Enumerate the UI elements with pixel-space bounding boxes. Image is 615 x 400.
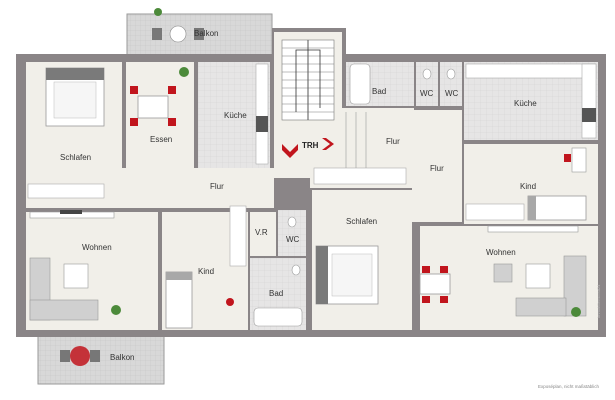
label-flur-left: Flur — [210, 182, 224, 191]
label-wc-small: WC — [286, 235, 300, 244]
watermark: Immobilienscout24 — [596, 284, 601, 318]
sofa-right — [563, 255, 587, 317]
kitchen-counter-left — [255, 63, 269, 165]
label-wc-a: WC — [420, 89, 434, 98]
chair-kind-left — [226, 298, 234, 306]
label-wohnen-left: Wohnen — [82, 243, 112, 252]
floor-wc-b — [440, 62, 462, 106]
label-schlafen-left: Schlafen — [60, 153, 91, 162]
chevron-down-icon — [282, 144, 298, 158]
desk-kind-right — [571, 147, 587, 173]
label-kueche-left: Küche — [224, 111, 247, 120]
label-wc-b: WC — [445, 89, 459, 98]
label-bad-left: Bad — [269, 289, 283, 298]
toilet-wc-small — [287, 216, 297, 228]
label-trh: TRH — [302, 141, 319, 150]
tv-board-right — [487, 225, 579, 233]
armchair-right — [493, 263, 513, 283]
label-flur-center: Flur — [386, 137, 400, 146]
toilet-bad-left — [291, 264, 301, 276]
label-essen: Essen — [150, 135, 172, 144]
label-schlafen-center: Schlafen — [346, 217, 377, 226]
chevron-right-icon — [322, 138, 334, 150]
label-balkon-top: Balkon — [194, 29, 218, 38]
balcony-table-bottom — [70, 346, 90, 366]
furniture — [27, 8, 597, 366]
floor-vr — [250, 212, 276, 256]
plant-icon — [571, 307, 581, 317]
plant-icon — [154, 8, 162, 16]
plant-icon — [179, 67, 189, 77]
wardrobe-vr — [229, 205, 247, 267]
bathtub-left — [253, 307, 303, 327]
dining-table-left — [137, 95, 169, 119]
plant-icon — [111, 305, 121, 315]
toilet-wc-a — [422, 68, 432, 80]
dining-table-right — [419, 273, 451, 295]
plan-note: Exposéplan, nicht maßstäblich — [538, 384, 600, 389]
floor-wc-a — [416, 62, 438, 106]
label-kind-right: Kind — [520, 182, 536, 191]
wardrobe-flur — [313, 167, 407, 185]
balcony-table-top — [169, 25, 187, 43]
balcony-bottom — [37, 331, 165, 385]
room-labels: Balkon Schlafen Essen Küche Flur Wohnen … — [60, 29, 537, 362]
bed-kind-right — [527, 195, 587, 221]
label-bad-right: Bad — [372, 87, 386, 96]
label-kind-left: Kind — [198, 267, 214, 276]
label-vr: V.R — [255, 228, 268, 237]
wardrobe-kind-right — [465, 203, 525, 221]
staircase — [281, 39, 335, 121]
label-balkon-bottom: Balkon — [110, 353, 134, 362]
label-kueche-right: Küche — [514, 99, 537, 108]
entry-steps — [345, 112, 367, 178]
wardrobe-schlafen-left — [27, 183, 105, 199]
coffee-table-right — [525, 263, 551, 289]
bed-kind-left — [165, 271, 193, 329]
entry-arrows — [282, 138, 334, 158]
floor-flur-right — [412, 110, 462, 222]
kitchen-counter-right — [465, 63, 597, 79]
toilet-wc-b — [446, 68, 456, 80]
label-wohnen-right: Wohnen — [486, 248, 516, 257]
label-flur-right: Flur — [430, 164, 444, 173]
bathtub-right — [349, 63, 371, 105]
coffee-table-left — [63, 263, 89, 289]
